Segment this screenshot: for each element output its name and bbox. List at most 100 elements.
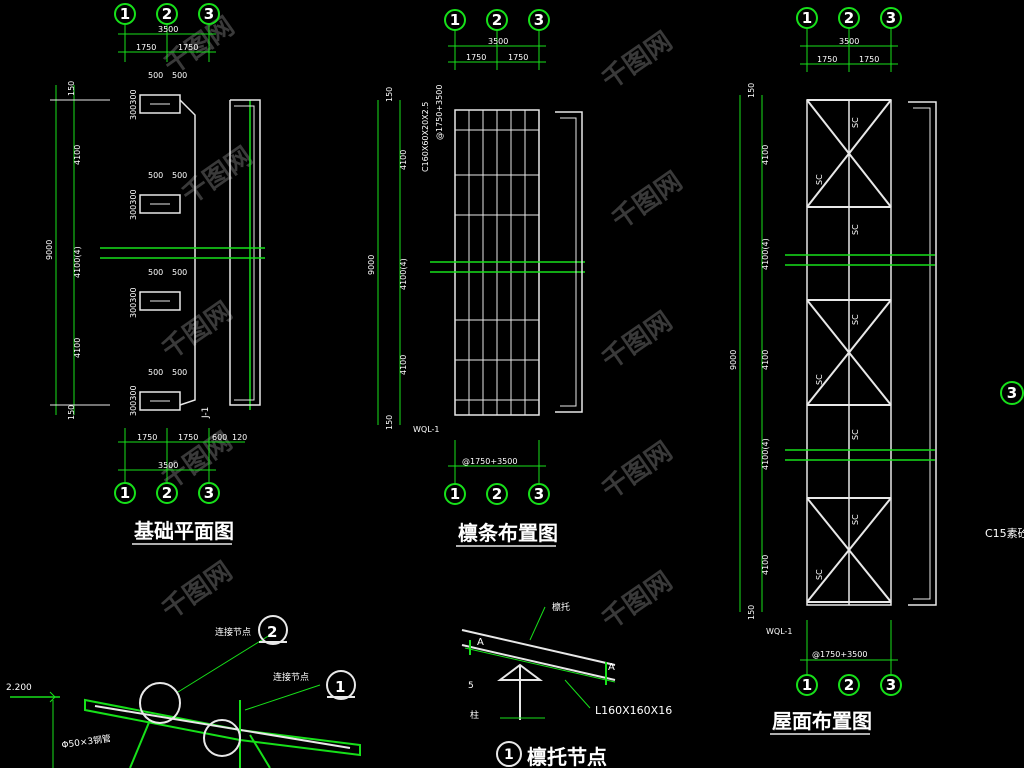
svg-text:500: 500 <box>172 268 187 277</box>
svg-text:1750: 1750 <box>466 53 486 62</box>
svg-text:4100(4): 4100(4) <box>761 238 770 270</box>
section-callout-2: 2 <box>267 623 277 641</box>
svg-text:500: 500 <box>172 71 187 80</box>
svg-text:300300: 300300 <box>129 287 138 318</box>
axis-label-3: 3 <box>204 5 214 23</box>
dim-end-bottom: 150 <box>67 405 76 420</box>
svg-text:9000: 9000 <box>729 350 738 370</box>
svg-text:@1750+3500: @1750+3500 <box>812 650 867 659</box>
purlin-spec: C160X60X20X2.5 <box>421 102 430 172</box>
dim-end-top: 150 <box>67 81 76 96</box>
brace-bay-3 <box>806 497 892 603</box>
title-detail: 檩托节点 <box>527 745 607 768</box>
watermark-10: 千图网 <box>597 566 678 635</box>
dim-half-top-1: 1750 <box>136 43 156 52</box>
svg-text:300300: 300300 <box>129 385 138 416</box>
connector-label-1: 连接节点 <box>273 671 309 683</box>
svg-text:4100: 4100 <box>761 145 770 165</box>
detail-num-1: 1 <box>504 747 514 763</box>
svg-text:SC: SC <box>851 514 860 525</box>
svg-text:SC: SC <box>815 174 824 185</box>
svg-text:500: 500 <box>148 368 163 377</box>
svg-text:2: 2 <box>492 485 502 503</box>
svg-text:4100: 4100 <box>761 350 770 370</box>
axis-label-2: 2 <box>162 5 172 23</box>
dim-half-top-2: 1750 <box>178 43 198 52</box>
axis-label-3b: 3 <box>204 484 214 502</box>
svg-text:1750: 1750 <box>817 55 837 64</box>
svg-text:SC: SC <box>851 117 860 128</box>
zhu-label: 柱 <box>470 709 479 721</box>
purlin-plan: 1 2 3 1 2 3 3500 1750 1750 9000 4100 410… <box>367 9 585 547</box>
svg-text:2: 2 <box>844 9 854 27</box>
brace-bay-1 <box>806 99 892 208</box>
svg-text:150: 150 <box>385 87 394 102</box>
svg-text:3500: 3500 <box>158 461 178 470</box>
svg-text:3500: 3500 <box>488 37 508 46</box>
svg-text:SC: SC <box>851 314 860 325</box>
svg-text:150: 150 <box>385 415 394 430</box>
svg-text:1750: 1750 <box>859 55 879 64</box>
svg-text:SC: SC <box>851 429 860 440</box>
label-j1: J-1 <box>201 407 211 419</box>
svg-text:SC: SC <box>851 224 860 235</box>
svg-text:3: 3 <box>886 676 896 694</box>
watermark-5: 千图网 <box>157 296 238 365</box>
svg-text:300300: 300300 <box>129 89 138 120</box>
axis-bubble-1-bottom <box>114 482 136 504</box>
svg-text:1: 1 <box>802 9 812 27</box>
svg-text:3: 3 <box>534 11 544 29</box>
pad-dim-a: 500 <box>148 71 163 80</box>
axis-bubble-2-bottom <box>156 482 178 504</box>
axis-label-1: 1 <box>120 5 130 23</box>
svg-text:150: 150 <box>747 83 756 98</box>
connector-label-2: 连接节点 <box>215 626 251 638</box>
title-purlin: 檩条布置图 <box>458 521 558 545</box>
dim-bay-1: 4100 <box>73 145 82 165</box>
svg-text:500: 500 <box>172 368 187 377</box>
axis-bubble-3-bottom <box>198 482 220 504</box>
svg-text:1: 1 <box>802 676 812 694</box>
svg-text:150: 150 <box>747 605 756 620</box>
svg-text:4100(4): 4100(4) <box>761 438 770 470</box>
watermark-9: 千图网 <box>157 556 238 625</box>
svg-text:WQL-1: WQL-1 <box>766 627 793 636</box>
svg-text:3: 3 <box>1007 384 1017 402</box>
angle-spec: L160X160X16 <box>595 704 672 717</box>
section-a-right: A <box>608 662 615 673</box>
pad-row-1: 500 500 300300 <box>129 71 187 120</box>
dim-overall-left: 9000 <box>45 240 54 260</box>
watermark-3: 千图网 <box>177 141 258 210</box>
pipe-spec: Φ50×3钢管 <box>61 732 112 751</box>
brace-bay-2 <box>806 299 892 406</box>
svg-text:600: 600 <box>212 433 227 442</box>
svg-text:1750: 1750 <box>178 433 198 442</box>
svg-text:4100: 4100 <box>399 150 408 170</box>
svg-text:@1750+3500: @1750+3500 <box>462 457 517 466</box>
purlin-wql1: WQL-1 <box>413 425 440 434</box>
svg-text:SC: SC <box>815 569 824 580</box>
watermark-4: 千图网 <box>607 166 688 235</box>
title-foundation: 基础平面图 <box>134 519 234 543</box>
svg-text:1750: 1750 <box>508 53 528 62</box>
svg-text:500: 500 <box>148 268 163 277</box>
svg-text:SC: SC <box>815 374 824 385</box>
section-a-left: A <box>477 637 484 648</box>
watermark-2: 千图网 <box>597 26 678 95</box>
dim-bay-3: 4100 <box>73 338 82 358</box>
watermark-8: 千图网 <box>597 436 678 505</box>
svg-text:5: 5 <box>468 681 474 691</box>
elev-label: 2.200 <box>6 683 32 693</box>
svg-text:500: 500 <box>148 171 163 180</box>
pad-row-2: 500 500 300300 <box>129 171 187 220</box>
title-roof: 屋面布置图 <box>772 709 872 733</box>
svg-text:300300: 300300 <box>129 189 138 220</box>
svg-text:120: 120 <box>232 433 247 442</box>
purlin-bracket-detail: A A 檩托 5 柱 L160X160X16 1 檩托节点 <box>461 601 672 768</box>
svg-text:1750: 1750 <box>137 433 157 442</box>
purlin-spacing: @1750+3500 <box>435 85 444 140</box>
dim-total-top: 3500 <box>158 25 178 34</box>
purlin-tag: 檩托 <box>552 601 570 613</box>
truss-detail: 2.200 Φ50×3钢管 连接节点 连接节点 2 1 <box>6 615 361 768</box>
svg-text:2: 2 <box>492 11 502 29</box>
